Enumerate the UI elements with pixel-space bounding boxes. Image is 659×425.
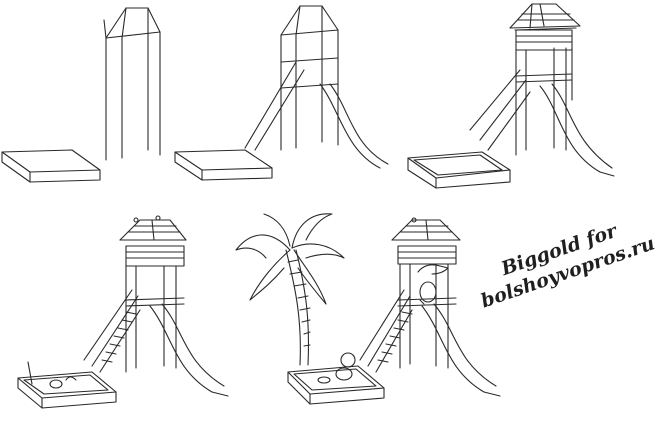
slide <box>421 303 501 397</box>
step-1-drawing <box>1 7 161 183</box>
roof <box>509 3 581 31</box>
tower-posts <box>103 7 161 161</box>
tower-body <box>125 245 185 373</box>
sandbox <box>407 151 511 189</box>
tower-body <box>397 245 457 369</box>
tower-body <box>515 29 573 156</box>
sandbox <box>17 361 117 409</box>
ladder <box>469 69 531 151</box>
staircase <box>359 289 413 373</box>
roof <box>391 217 461 247</box>
step-3-drawing <box>407 3 615 189</box>
staircase <box>83 289 141 373</box>
base-box <box>174 149 273 181</box>
sandbox <box>287 352 385 405</box>
roof <box>119 215 187 247</box>
crocodile-character <box>417 264 449 305</box>
step-4-drawing <box>17 215 229 409</box>
tower-frame <box>280 5 339 151</box>
palm-tree <box>235 213 345 366</box>
cartoon-animal-sandbox <box>340 352 356 368</box>
sandbox-box <box>1 149 101 183</box>
slide <box>149 303 229 397</box>
step-2-drawing <box>174 5 389 181</box>
ladder-rails <box>244 61 305 151</box>
step-5-drawing <box>235 213 501 405</box>
slide-curve <box>319 83 389 169</box>
slide <box>539 83 615 177</box>
